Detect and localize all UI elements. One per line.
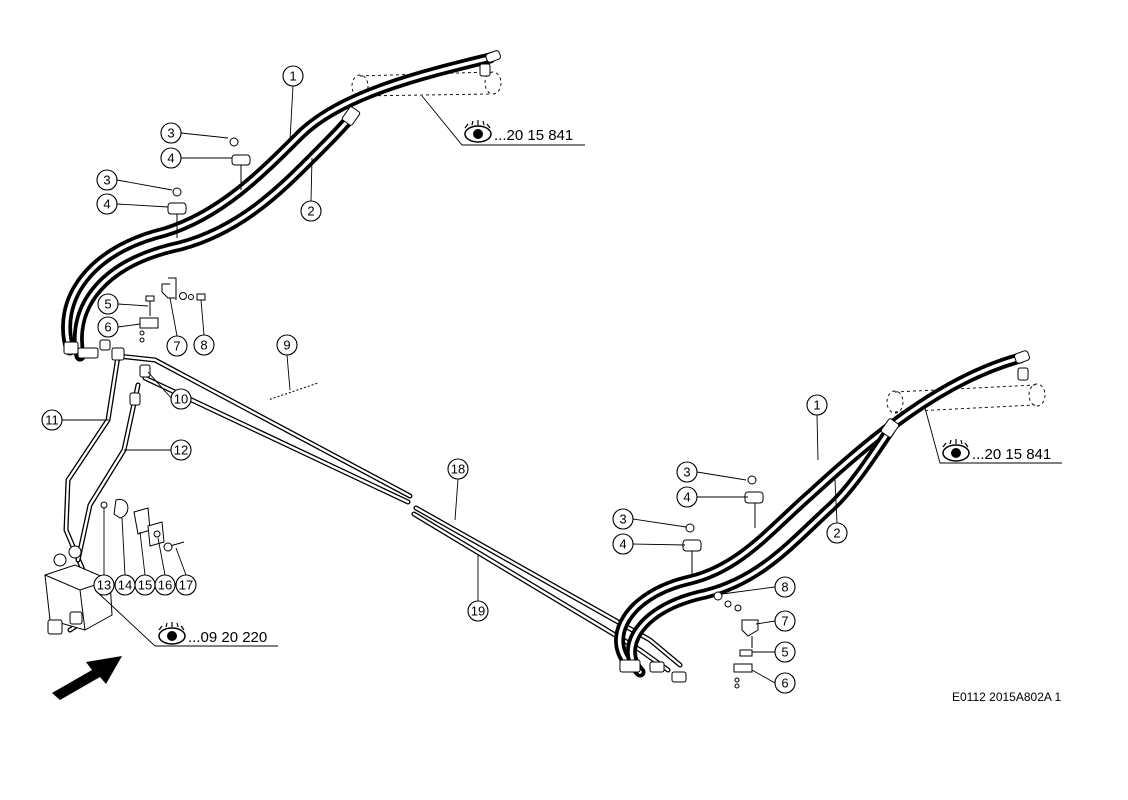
callout-16: 16 [154,574,176,596]
hose-2-top [72,110,358,362]
callout-17: 17 [175,574,197,596]
arrow-icon [52,656,122,700]
svg-text:1: 1 [289,69,296,84]
svg-text:5: 5 [781,645,788,660]
reference-label-valve: ...09 20 220 [188,629,267,646]
svg-text:4: 4 [103,197,110,212]
eye-icon [464,120,492,143]
svg-text:6: 6 [104,320,111,335]
callout-18: 18 [447,458,469,480]
eye-icon [942,439,970,462]
reference-label-top: ...20 15 841 [494,127,573,144]
svg-text:3: 3 [167,126,174,141]
mount-parts-left [139,277,206,343]
svg-text:8: 8 [781,580,788,595]
svg-text:7: 7 [781,614,788,629]
callout-7-right: 7 [774,610,796,632]
callout-4-top-b: 4 [96,193,118,215]
hose-1-right [614,352,1026,671]
callout-3-right-b: 3 [612,508,634,530]
callout-5-left: 5 [97,293,119,315]
svg-text:16: 16 [158,578,172,593]
callout-1-top: 1 [282,65,304,87]
svg-text:9: 9 [283,338,290,353]
svg-text:18: 18 [451,462,465,477]
callout-2-right: 2 [826,522,848,544]
eye-icon [158,622,186,645]
svg-text:15: 15 [138,578,152,593]
callout-4-right-b: 4 [612,533,634,555]
hose-assembly-right [614,350,1046,689]
hose-clamp-upper [229,137,251,190]
callout-3-right-a: 3 [676,461,698,483]
callout-14: 14 [114,574,136,596]
reference-right: ...20 15 841 [942,439,1051,463]
callout-1-right: 1 [806,394,828,416]
svg-text:8: 8 [200,338,207,353]
callout-4-top-a: 4 [160,147,182,169]
svg-text:3: 3 [103,173,110,188]
svg-text:13: 13 [97,578,111,593]
callout-13: 13 [93,574,115,596]
hose-fittings-right [619,350,1030,683]
callout-11: 11 [41,409,63,431]
callout-10: 10 [170,388,192,410]
callout-15: 15 [134,574,156,596]
reference-top: ...20 15 841 [464,120,573,144]
callout-5-right: 5 [774,641,796,663]
svg-text:17: 17 [179,578,193,593]
hose-assembly-top [61,50,502,362]
bracket-parts [100,499,185,552]
svg-text:7: 7 [173,339,180,354]
svg-text:4: 4 [683,490,690,505]
svg-text:2: 2 [307,204,314,219]
reference-label-right: ...20 15 841 [972,446,1051,463]
callout-6-left: 6 [97,316,119,338]
callout-19: 19 [467,600,489,622]
hose-clamp-right-upper [744,475,764,528]
svg-text:12: 12 [174,443,188,458]
pipe-fittings [99,339,151,406]
svg-text:3: 3 [619,512,626,527]
callout-6-right: 6 [774,672,796,694]
callout-9: 9 [276,334,298,356]
hose-2-right [626,424,896,678]
callout-12: 12 [170,439,192,461]
callout-8-left: 8 [193,334,215,356]
hose-fitting-top-end [63,50,501,359]
callout-4-right-a: 4 [676,486,698,508]
pipe-18 [115,353,683,668]
spiral-guard [267,382,319,401]
hose-clamp-lower [167,187,187,238]
callout-7-left: 7 [166,335,188,357]
svg-text:3: 3 [683,465,690,480]
pipe-12 [75,382,141,563]
svg-text:1: 1 [813,398,820,413]
svg-text:5: 5 [104,297,111,312]
callout-2-top: 2 [300,200,322,222]
reference-valve: ...09 20 220 [158,622,267,646]
svg-text:2: 2 [833,526,840,541]
svg-text:19: 19 [471,604,485,619]
hose-1-top [61,52,496,356]
svg-text:4: 4 [619,537,626,552]
mount-parts-right [713,591,759,689]
callout-8-right: 8 [774,576,796,598]
callout-3-top-a: 3 [160,122,182,144]
leader-lines [62,85,1062,684]
callout-3-top-b: 3 [96,169,118,191]
cylinder-outline-right [886,383,1046,414]
svg-text:11: 11 [45,413,59,428]
svg-text:6: 6 [781,676,788,691]
document-code: E0112 2015A802A 1 [952,690,1062,704]
svg-text:14: 14 [118,578,132,593]
hose-clamp-right-lower [682,523,702,575]
svg-text:4: 4 [167,151,174,166]
svg-text:10: 10 [174,392,188,407]
pipe-19 [142,375,671,673]
